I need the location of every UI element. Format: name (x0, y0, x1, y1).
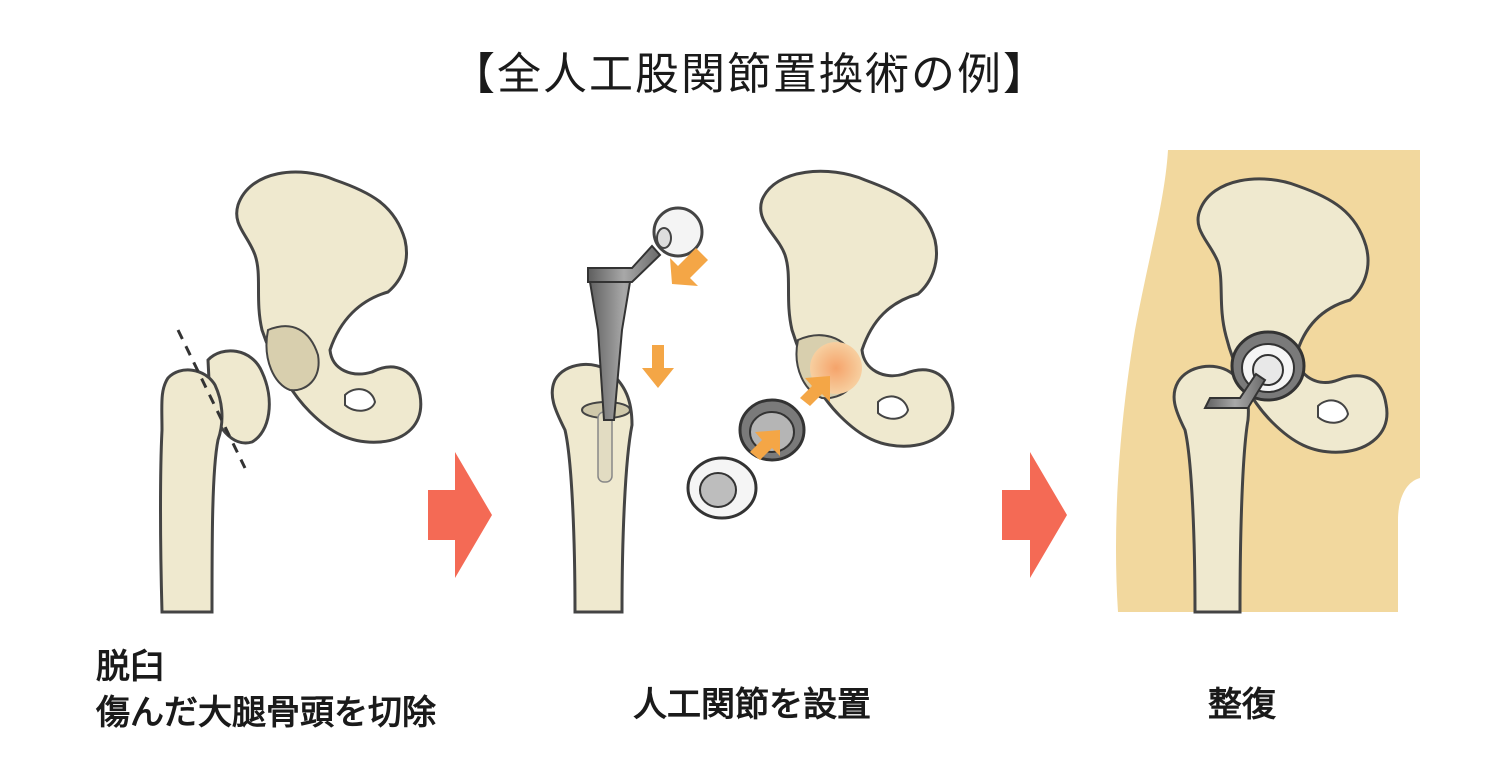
femoral-stem-icon (587, 244, 662, 421)
acetabular-cup-icon (1230, 330, 1306, 402)
caption-line: 傷んだ大腿骨頭を切除 (96, 693, 436, 733)
liner-icon (686, 456, 758, 520)
step-arrow-icon (428, 452, 492, 578)
obturator-foramen (877, 395, 910, 420)
femur-icon (1172, 364, 1250, 614)
caption-line: 人工関節を設置 (633, 685, 871, 725)
step-3-caption: 整復 (1208, 682, 1276, 728)
step-arrow-icon (1002, 452, 1067, 578)
diagram-title: 【全人工股関節置換術の例】 (451, 49, 1049, 100)
step-1-caption: 脱臼 傷んだ大腿骨頭を切除 (96, 644, 436, 736)
acetabular-cup-icon (738, 398, 806, 462)
femoral-stem-icon (1203, 372, 1267, 409)
femur-icon (550, 362, 634, 614)
cut-line (176, 329, 247, 469)
insert-arrow-icon (800, 376, 830, 406)
step-2-caption: 人工関節を設置 (633, 682, 871, 728)
panel-3-reduction (1115, 150, 1420, 614)
insert-arrow-icon (750, 430, 780, 460)
caption-line: 整復 (1208, 685, 1276, 725)
caption-line: 脱臼 (96, 647, 164, 687)
panel-1-dislocation (159, 170, 423, 614)
obturator-foramen (344, 388, 377, 412)
panel-2-install (550, 169, 955, 614)
insert-arrow-icon (670, 248, 708, 286)
insert-arrow-icon (642, 345, 674, 388)
acetabulum-socket (265, 325, 320, 392)
obturator-foramen (1317, 399, 1350, 424)
femur-icon (159, 368, 224, 614)
pelvis-icon (759, 169, 955, 448)
